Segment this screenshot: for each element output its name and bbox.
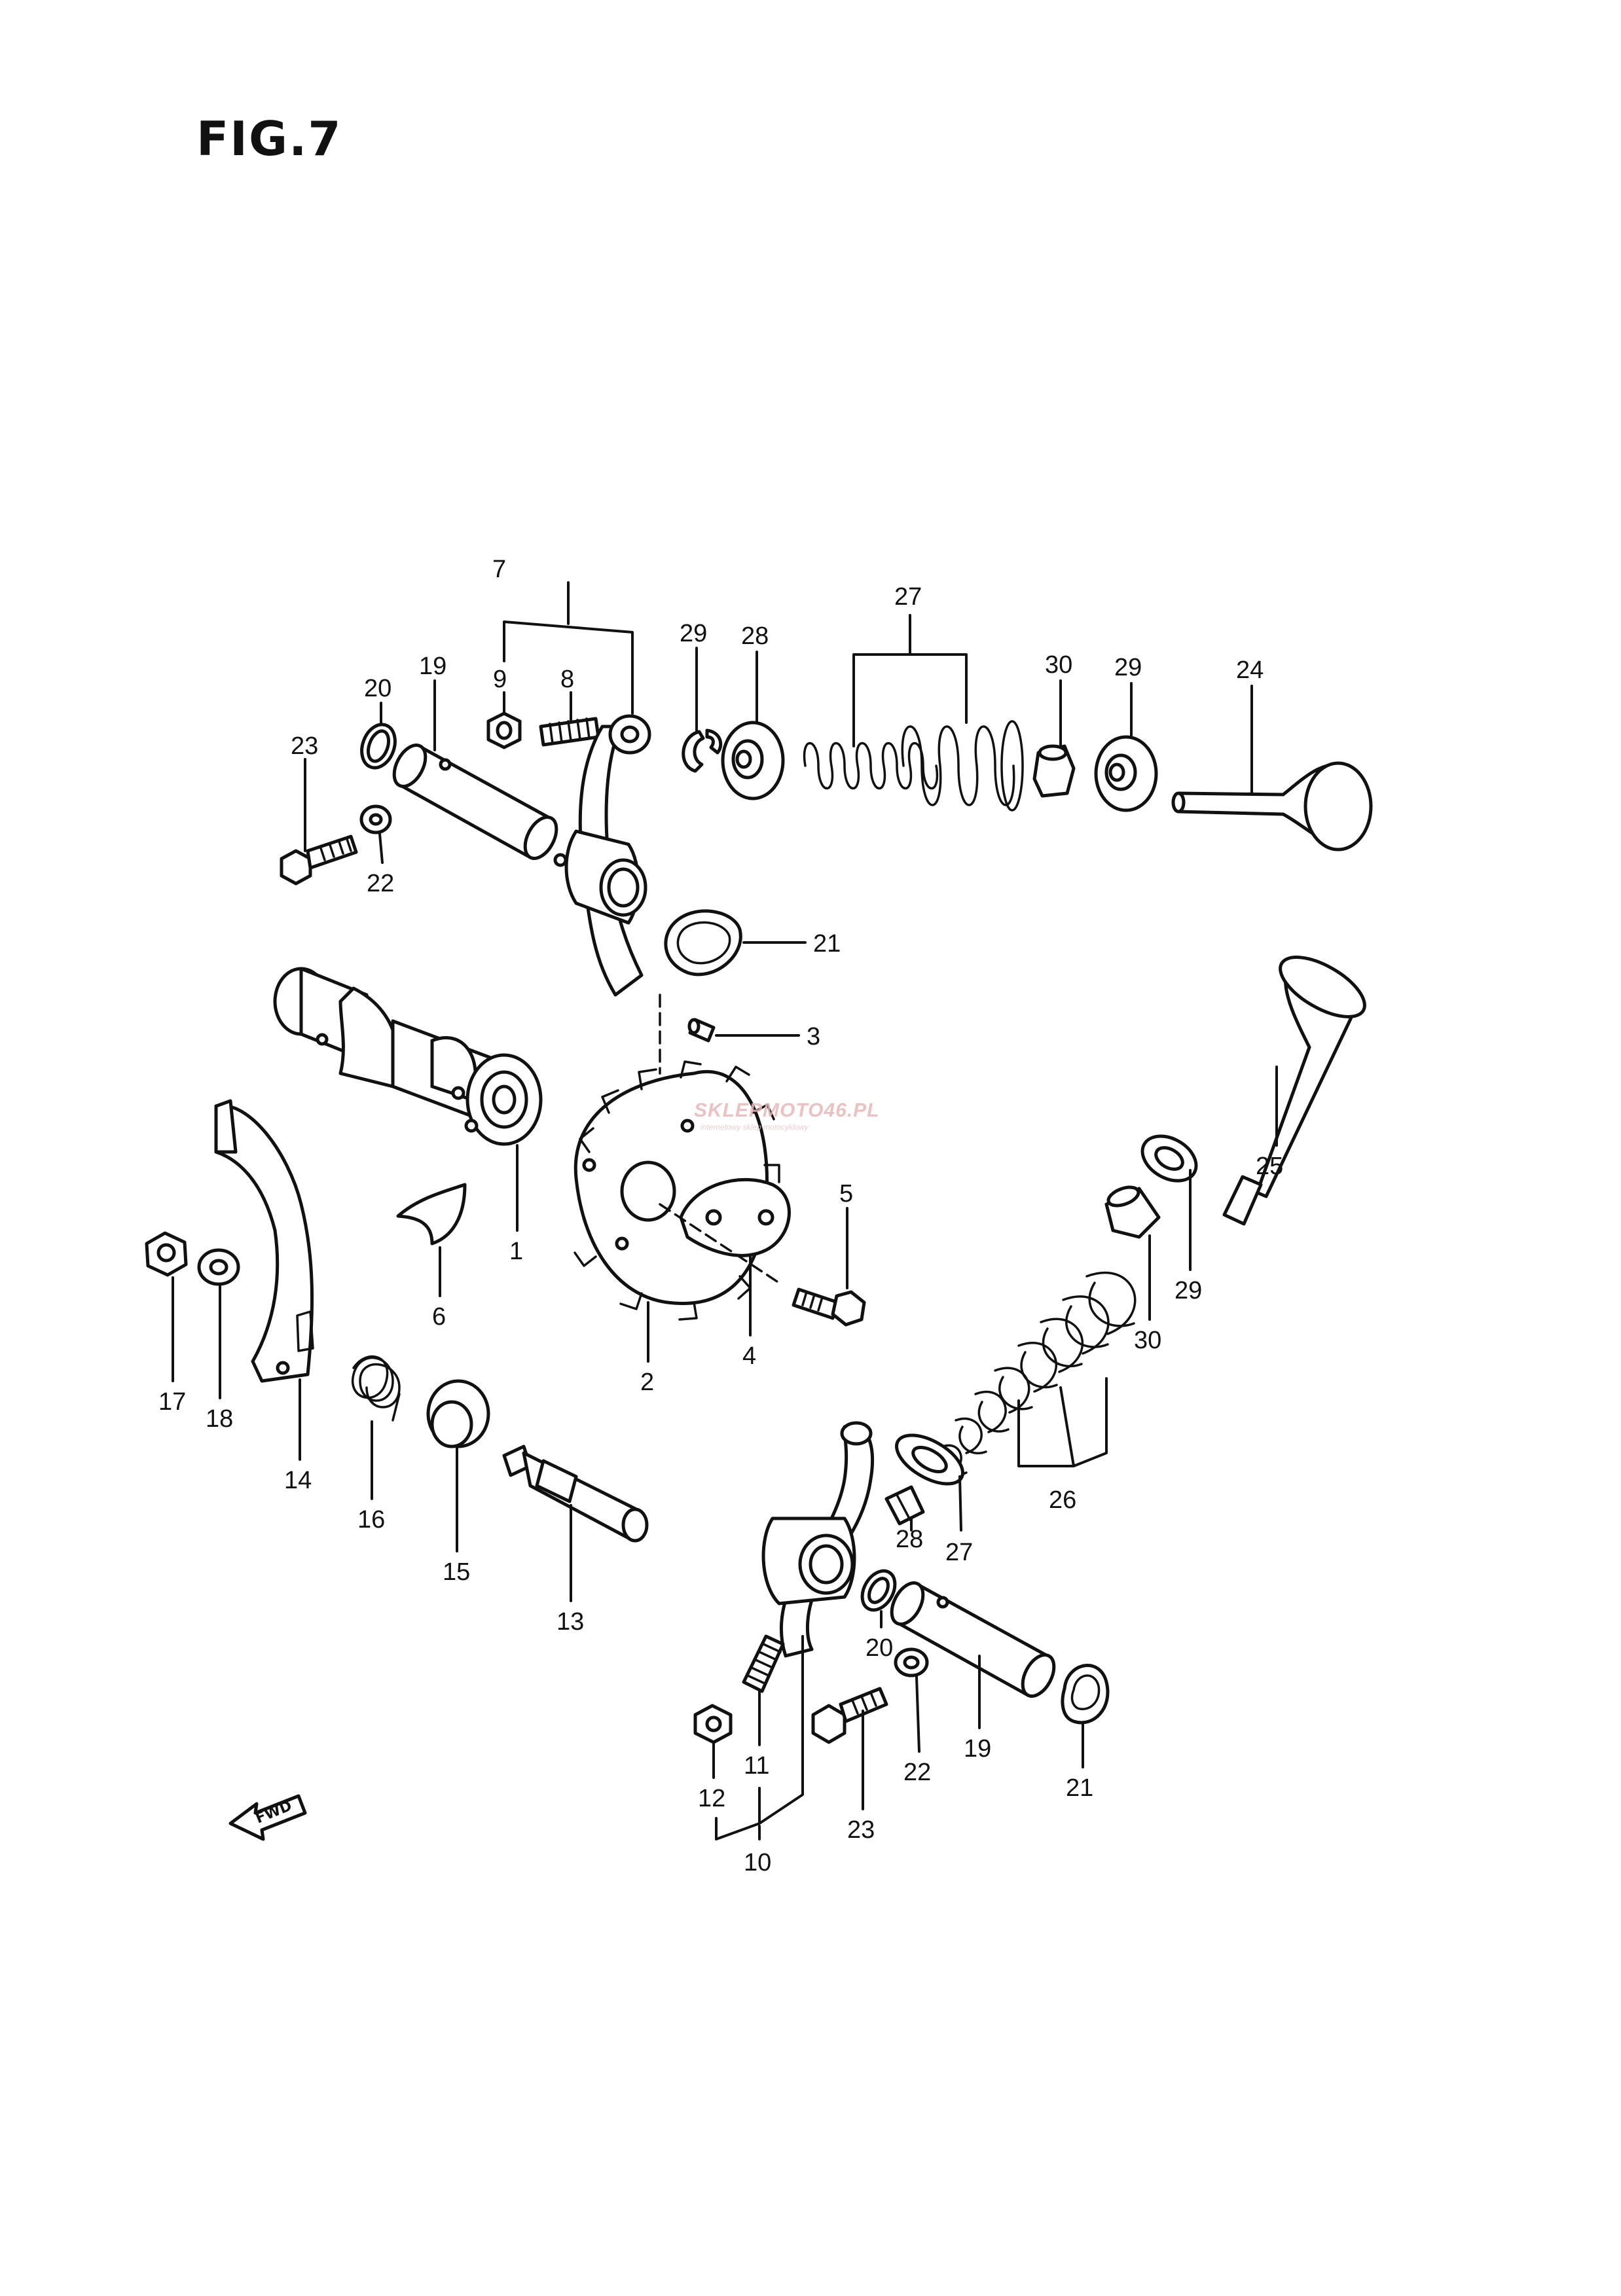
watermark: SKLEPMOTO46.PL internetowy sklep motocyk… (694, 1100, 880, 1132)
spring-retainer-27-bottom (895, 1433, 964, 1486)
nut-12 (693, 1704, 733, 1744)
callout-2: 2 (640, 1369, 654, 1396)
callout-13: 13 (556, 1608, 584, 1636)
o-ring-20-bottom (860, 1569, 897, 1612)
key-6 (396, 1183, 467, 1246)
rocker-arm-10-bottom (761, 1421, 875, 1658)
callout-23-bottom: 23 (847, 1816, 875, 1844)
leader-lines (172, 581, 1278, 1840)
callout-8: 8 (560, 666, 574, 693)
callout-labels: 7 9 8 20 19 23 22 29 28 27 30 29 24 21 3… (158, 556, 1283, 1876)
rocker-arm-7-top (553, 714, 651, 997)
callout-20-top: 20 (364, 675, 392, 702)
callout-29-top: 29 (1114, 654, 1142, 681)
callout-28-bottom: 28 (896, 1526, 923, 1553)
dowel-pin-3 (687, 1018, 716, 1043)
figure-title: FIG.7 (196, 111, 342, 166)
callout-17: 17 (158, 1388, 186, 1416)
washer-22-top (359, 804, 392, 834)
callout-3: 3 (807, 1023, 820, 1050)
valve-cotter-28-top (682, 728, 723, 773)
callout-26-top: 27 (894, 583, 922, 611)
callout-27-top: 28 (741, 622, 769, 650)
nut-17 (145, 1231, 188, 1277)
callout-18: 18 (206, 1405, 233, 1433)
adjuster-screw-8 (539, 717, 600, 747)
valve-24-exhaust (1171, 761, 1373, 852)
valve-cotter-28-bottom (884, 1485, 925, 1526)
callout-15: 15 (443, 1558, 470, 1586)
stem-seal-30-top (1032, 744, 1076, 798)
callout-14: 14 (284, 1467, 312, 1494)
callout-7: 7 (492, 556, 506, 583)
callout-11: 11 (744, 1752, 769, 1780)
o-ring-21-bottom (1061, 1664, 1110, 1725)
callout-21-bottom: 21 (1066, 1774, 1093, 1802)
watermark-subtext: internetowy sklep motocyklowy (701, 1122, 809, 1132)
callout-1: 1 (509, 1238, 523, 1265)
callout-6: 6 (432, 1303, 446, 1331)
callout-23-top: 23 (291, 732, 318, 760)
decomp-lever-14 (214, 1099, 314, 1383)
callout-10: 10 (744, 1849, 771, 1876)
callout-19-top: 19 (419, 653, 446, 680)
decomp-shaft-13 (502, 1444, 649, 1543)
callout-27-bottom: 27 (945, 1539, 973, 1566)
watermark-text: SKLEPMOTO46.PL (694, 1100, 880, 1121)
callout-19-bottom: 19 (964, 1735, 991, 1763)
callout-12: 12 (698, 1785, 725, 1812)
spring-retainer-27-top (721, 721, 785, 800)
callout-16: 16 (357, 1506, 385, 1534)
bearing-15 (426, 1379, 490, 1448)
bolt-5 (792, 1287, 866, 1327)
torsion-spring-16 (351, 1355, 401, 1422)
fwd-arrow-icon: FWD (228, 1794, 307, 1841)
callout-9: 9 (493, 666, 507, 693)
o-ring-20-top (360, 723, 397, 770)
bolt-23-bottom (811, 1687, 888, 1744)
washer-22-bottom (894, 1647, 929, 1677)
spring-seat-29-top (1094, 735, 1158, 812)
callout-4: 4 (742, 1342, 756, 1370)
callout-26-bottom: 26 (1049, 1486, 1076, 1514)
rocker-shaft-19-bottom (890, 1581, 1056, 1698)
callout-22-top: 22 (367, 870, 394, 897)
callout-22-bottom: 22 (903, 1759, 931, 1786)
stem-seal-30-bottom (1104, 1185, 1161, 1239)
callout-30-bottom: 30 (1134, 1327, 1161, 1354)
callout-20-bottom: 20 (865, 1634, 893, 1662)
callout-30-top: 30 (1045, 651, 1072, 679)
camshaft-1 (273, 967, 543, 1146)
valve-25-intake (1222, 956, 1366, 1226)
callout-29-bottom: 29 (1175, 1277, 1202, 1304)
rocker-shaft-19-top (392, 744, 558, 860)
nut-9 (486, 711, 522, 749)
callout-28-top: 29 (680, 620, 707, 647)
callout-25: 25 (1256, 1153, 1283, 1180)
bolt-23-top (280, 834, 358, 886)
spring-seat-29-bottom (1140, 1134, 1198, 1183)
adjuster-screw-11 (742, 1634, 785, 1693)
valve-springs-26-top (803, 720, 1024, 812)
callout-21-top: 21 (813, 930, 841, 958)
washer-18 (197, 1248, 240, 1286)
callout-24: 24 (1236, 656, 1264, 684)
callout-5: 5 (839, 1180, 853, 1208)
o-ring-21-top (664, 909, 742, 977)
